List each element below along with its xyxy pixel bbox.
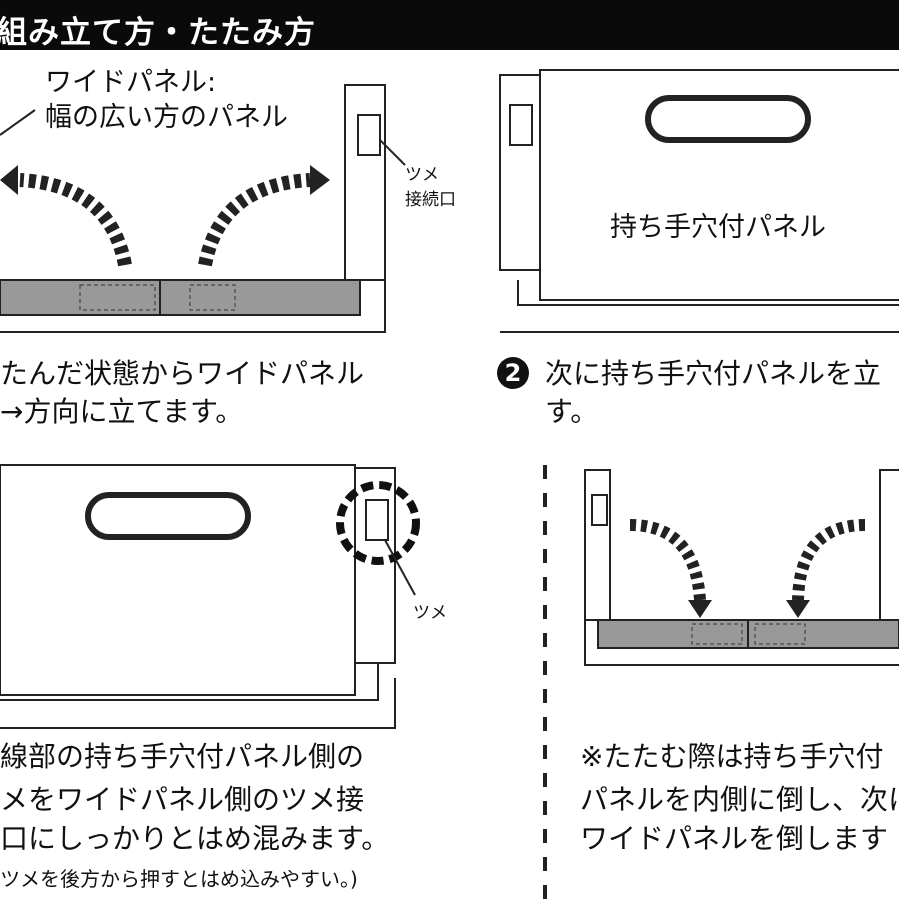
step2-diagram — [499, 69, 899, 333]
step2-caption-1: 次に持ち手穴付パネルを立 — [545, 357, 882, 390]
wide-panel-label: ワイドパネル: — [45, 67, 217, 98]
step3-caption-3: 口にしっかりとはめ混みます。 — [0, 822, 390, 855]
fold-note-1: ※たたむ際は持ち手穴付 — [580, 740, 884, 773]
highlight-circle — [336, 481, 420, 565]
section-header: 組み立て方・たたみ方 — [0, 0, 899, 51]
tab-label-step3: ツメ — [413, 603, 447, 623]
fold-note-3: ワイドパネルを倒します — [580, 822, 889, 855]
handle-panel-label: 持ち手穴付パネル — [610, 212, 826, 243]
arrow-left-icon — [19, 173, 132, 267]
arrow-down-icon — [792, 519, 866, 601]
section-title: 組み立て方・たたみ方 — [0, 15, 316, 51]
fold-note-2: パネルを内側に倒し、次に — [580, 783, 899, 816]
step3-caption-note: ツメを後方から押すとはめ込みやすい。) — [0, 867, 358, 891]
step1-caption-1: たんだ状態からワイドパネル — [0, 357, 365, 390]
arrow-down-icon — [629, 519, 706, 601]
step3-diagram — [0, 464, 420, 729]
fold-diagram — [584, 469, 899, 666]
step1-diagram — [0, 84, 406, 333]
handle-hole — [645, 95, 811, 143]
step3-caption-2: メをワイドパネル側のツメ接 — [0, 783, 365, 816]
handle-hole — [85, 492, 251, 540]
step1-caption-2: →方向に立てます。 — [0, 395, 244, 428]
step-number-badge: 2 — [497, 357, 529, 389]
arrow-right-icon — [198, 173, 311, 267]
tab-socket-label: 接続口 — [405, 190, 456, 210]
step3-caption-1: 線部の持ち手穴付パネル側の — [0, 740, 365, 773]
step2-caption-2: す。 — [545, 395, 599, 428]
wide-panel-desc: 幅の広い方のパネル — [45, 102, 288, 133]
tab-label: ツメ — [405, 165, 439, 185]
